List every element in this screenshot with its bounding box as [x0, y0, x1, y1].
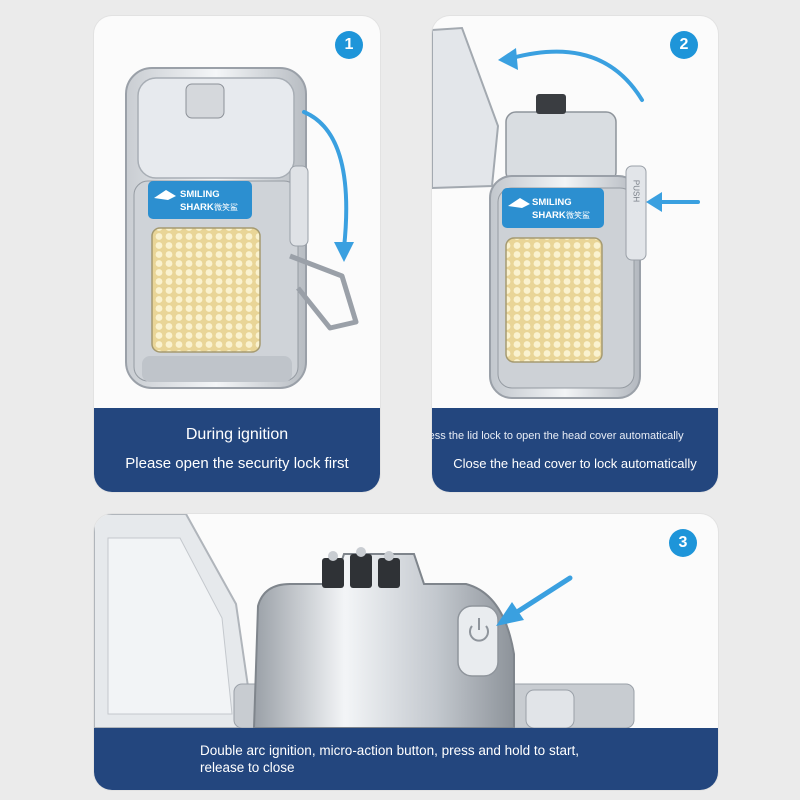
electrode-2 [350, 554, 372, 588]
brand-name-cjk: 微笑鲨 [566, 210, 590, 220]
led-panel [151, 227, 261, 353]
step-1-caption: During ignition Please open the security… [94, 408, 380, 492]
straight-arrow-icon [511, 575, 573, 617]
curved-arrow-icon [510, 49, 644, 102]
caption-subtitle: Close the head cover to lock automatical… [453, 456, 697, 471]
caption-title: During ignition [185, 426, 289, 443]
lid-lock-push [625, 165, 647, 261]
lighter-closed-illustration: SMILING SHARK 微笑鲨 [125, 67, 359, 389]
led-panel [505, 237, 603, 363]
step-2-card: SMILING SHARK 微笑鲨 PUSH Lightly press the… [432, 16, 718, 492]
chrome-head [252, 553, 515, 728]
arc-head-closeup-illustration [94, 514, 635, 728]
shark-logo-icon [508, 198, 530, 208]
caption-line-2: release to close [200, 760, 295, 775]
security-lock-clip [289, 253, 359, 331]
caption-line-1: Double arc ignition, micro-action button… [200, 743, 579, 758]
step-3-card: 3 Double arc ignition, micro-action butt… [94, 514, 718, 790]
lighter-open-illustration: SMILING SHARK 微笑鲨 PUSH [432, 26, 700, 399]
arc-electrodes [536, 94, 566, 114]
curved-arrow-icon [302, 110, 349, 250]
step-2-caption: Lightly press the lid lock to open the h… [432, 408, 718, 492]
electrode-3 [378, 558, 400, 588]
step-2-badge: 2 [670, 31, 698, 59]
push-label: PUSH [632, 180, 641, 202]
electrode-1 [322, 558, 344, 588]
brand-name-line1: SMILING [532, 197, 572, 208]
step-3-caption: Double arc ignition, micro-action button… [94, 728, 718, 790]
power-button-icon [469, 618, 489, 642]
step-3-badge: 3 [669, 529, 697, 557]
chrome-head [505, 111, 617, 183]
open-lid [432, 26, 500, 190]
brand-name-cjk: 微笑鲨 [214, 202, 238, 212]
step-1-badge: 1 [335, 31, 363, 59]
shark-logo-icon [154, 190, 176, 200]
brand-name-line1: SMILING [180, 189, 220, 200]
brand-name-line2: SHARK [532, 210, 566, 221]
caption-subtitle: Please open the security lock first [125, 455, 349, 472]
brand-label [148, 181, 252, 219]
caption-title: Lightly press the lid lock to open the h… [432, 430, 684, 442]
brand-label [502, 188, 604, 228]
brand-name-line2: SHARK [180, 202, 214, 213]
step-1-card: SMILING SHARK 微笑鲨 1 During ignition Plea… [94, 16, 380, 492]
